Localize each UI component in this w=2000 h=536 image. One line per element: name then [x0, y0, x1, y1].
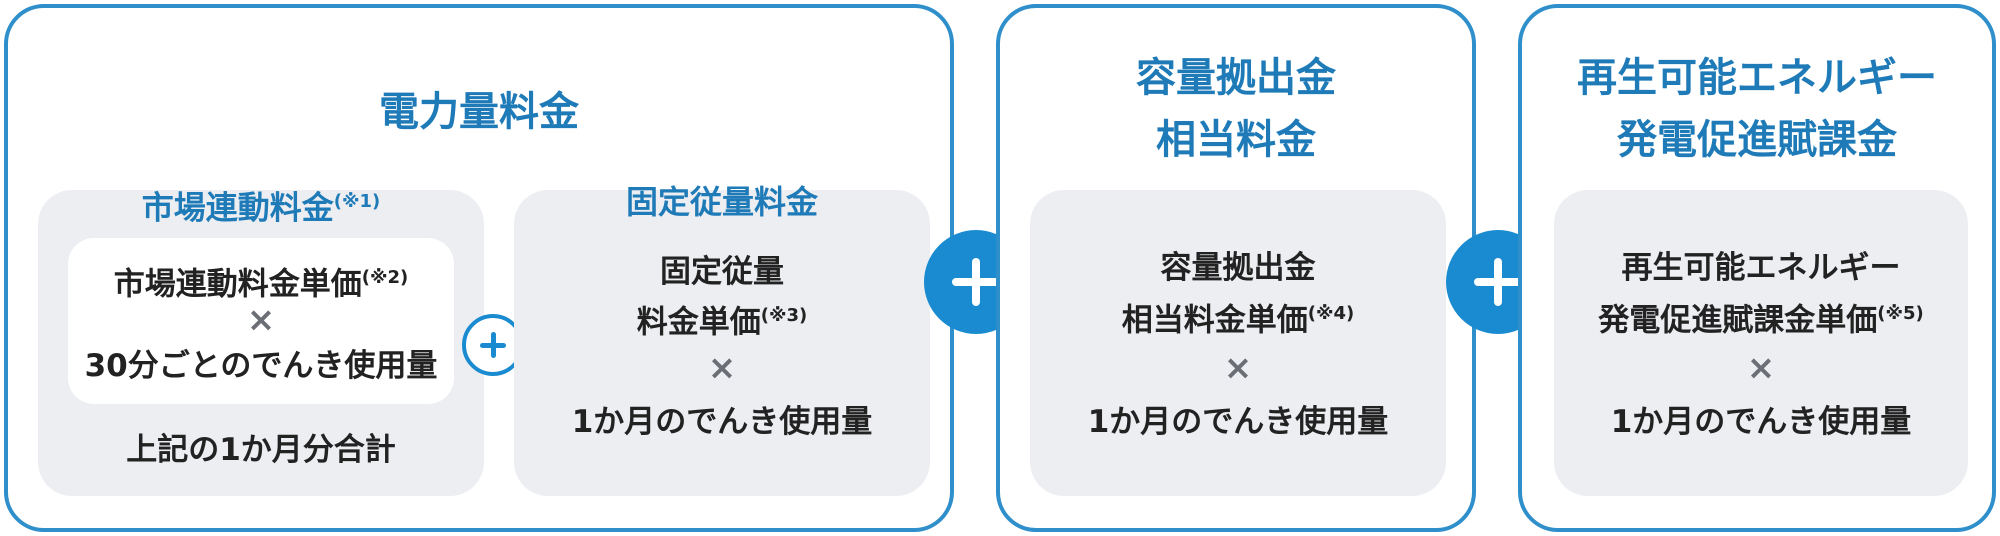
market-formula-card: 市場連動料金単価(※2) × 30分ごとのでんき使用量 — [68, 238, 454, 404]
monthly-usage: 1か月のでんき使用量 — [1610, 404, 1912, 440]
renewable-title-line2: 発電促進賦課金 — [1617, 117, 1897, 163]
market-unit-price: 市場連動料金単価(※2) — [113, 266, 409, 303]
capacity-contribution-box: 容量拠出金 相当料金 容量拠出金 相当料金単価(※4) × 1か月のでんき使用量 — [996, 4, 1476, 532]
monthly-usage: 1か月のでんき使用量 — [1087, 404, 1389, 440]
fixed-rate-line2: 料金単価(※3) — [636, 304, 808, 341]
fixed-rate-panel: 固定従量料金 固定従量 料金単価(※3) × 1か月のでんき使用量 — [514, 183, 930, 496]
monthly-usage: 1か月のでんき使用量 — [571, 404, 873, 440]
energy-charge-title: 電力量料金 — [379, 89, 579, 135]
capacity-title-line2: 相当料金 — [1156, 117, 1316, 163]
monthly-total-label: 上記の1か月分合計 — [126, 432, 396, 468]
fixed-rate-heading: 固定従量料金 — [625, 183, 818, 221]
multiply-symbol: × — [246, 300, 276, 340]
energy-charge-box: 電力量料金 市場連動料金(※1) 市場連動料金単価(※2) × 30分ごとのでん… — [4, 4, 954, 532]
renewable-line1: 再生可能エネルギー — [1621, 250, 1901, 286]
market-linked-panel: 市場連動料金(※1) 市場連動料金単価(※2) × 30分ごとのでんき使用量 上… — [38, 189, 484, 496]
market-linked-heading: 市場連動料金(※1) — [141, 188, 381, 227]
capacity-title-line1: 容量拠出金 — [1136, 55, 1336, 101]
multiply-symbol: × — [1746, 348, 1776, 388]
plus-icon — [462, 314, 524, 376]
multiply-symbol: × — [707, 348, 737, 388]
capacity-line1: 容量拠出金 — [1160, 250, 1316, 286]
renewable-panel: 再生可能エネルギー 発電促進賦課金単価(※5) × 1か月のでんき使用量 — [1554, 190, 1968, 496]
fixed-rate-line1: 固定従量 — [660, 254, 784, 290]
half-hour-usage: 30分ごとのでんき使用量 — [84, 348, 438, 384]
renewable-line2: 発電促進賦課金単価(※5) — [1598, 302, 1924, 339]
capacity-panel: 容量拠出金 相当料金単価(※4) × 1か月のでんき使用量 — [1030, 190, 1446, 496]
multiply-symbol: × — [1223, 348, 1253, 388]
capacity-line2: 相当料金単価(※4) — [1121, 302, 1355, 339]
renewable-surcharge-box: 再生可能エネルギー 発電促進賦課金 再生可能エネルギー 発電促進賦課金単価(※5… — [1518, 4, 1996, 532]
renewable-title-line1: 再生可能エネルギー — [1577, 55, 1937, 101]
